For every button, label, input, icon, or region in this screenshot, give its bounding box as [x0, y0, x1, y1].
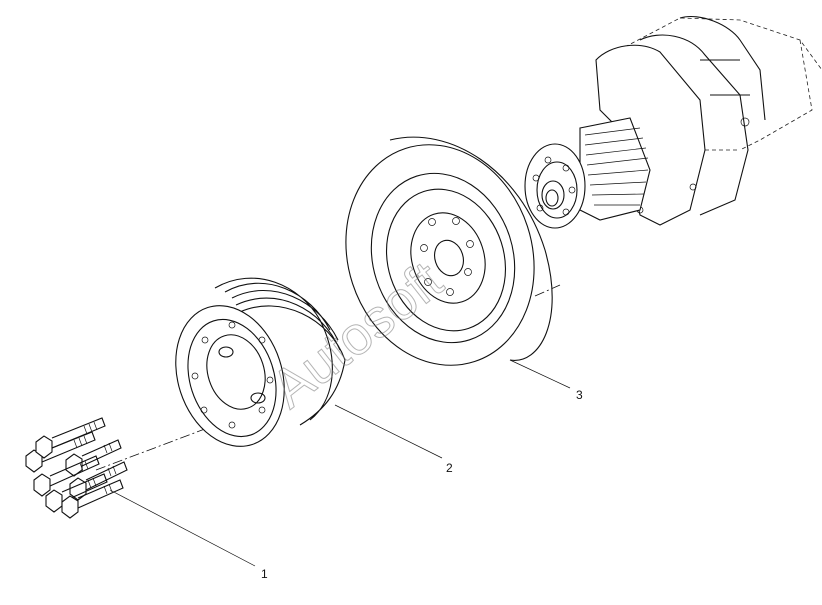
callout-2: 2 — [446, 461, 453, 475]
crankshaft-outline — [599, 17, 822, 151]
leader-line-1 — [109, 489, 256, 567]
crank-web — [595, 44, 706, 226]
bolt — [33, 455, 100, 497]
damper-rim-back — [389, 136, 553, 361]
damper-face — [345, 144, 535, 366]
bolt — [45, 473, 108, 513]
leader-line-3 — [509, 359, 571, 389]
part-2-pulley — [175, 277, 346, 447]
bolt — [35, 417, 106, 459]
bolt — [61, 479, 124, 519]
pulley-face — [175, 305, 285, 447]
part-3-damper — [345, 136, 553, 366]
crankshaft — [524, 16, 822, 229]
pulley-grooves — [214, 277, 346, 426]
bolt — [65, 439, 122, 477]
callout-3: 3 — [576, 388, 583, 402]
part-1-bolts — [25, 417, 128, 519]
leader-line-2 — [334, 404, 443, 459]
callout-1: 1 — [261, 567, 268, 581]
